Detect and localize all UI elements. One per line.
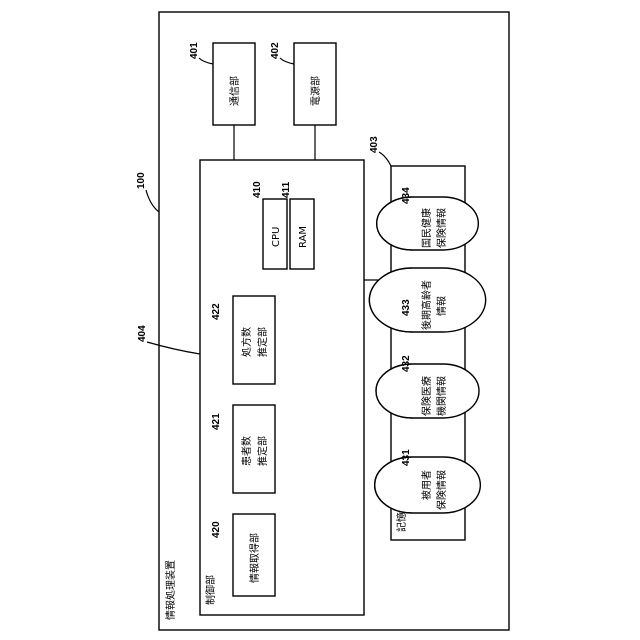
acquire-ref: 420 <box>211 521 222 538</box>
device-ref: 100 <box>136 172 147 189</box>
ram-label: RAM <box>298 226 309 248</box>
patients-label-1: 患者数 <box>240 436 253 466</box>
db-431-label-1: 被用者 <box>420 470 433 500</box>
storage-ref: 403 <box>369 136 380 153</box>
device-label: 情報処理装置 <box>164 560 177 620</box>
power-label: 電源部 <box>309 76 322 106</box>
patients-label-2: 推定部 <box>256 436 269 466</box>
db-432-label-1: 保険医療 <box>420 376 433 416</box>
patients-ref: 421 <box>211 413 222 430</box>
acquire-label: 情報取得部 <box>248 533 261 583</box>
prescriptions-label-1: 処方数 <box>240 327 253 357</box>
prescriptions-ref: 422 <box>211 303 222 320</box>
control-ref: 404 <box>137 325 148 342</box>
db-433-label-1: 後期高齢者 <box>420 280 433 330</box>
db-433-ref: 433 <box>401 299 412 316</box>
db-434-label-2: 保険情報 <box>435 208 448 248</box>
db-434-label-1: 国民健康 <box>420 208 433 248</box>
db-432-label-2: 機関情報 <box>435 376 448 416</box>
comm-ref: 401 <box>189 42 200 59</box>
db-434-ref: 434 <box>401 187 412 204</box>
comm-label: 通信部 <box>228 76 241 106</box>
cpu-label: CPU <box>271 227 282 247</box>
device-leader <box>146 190 159 212</box>
db-431-ref: 431 <box>401 449 412 466</box>
cpu-ref: 410 <box>252 181 263 198</box>
control-label: 制御部 <box>204 575 217 605</box>
prescriptions-label-2: 推定部 <box>256 327 269 357</box>
db-431-label-2: 保険情報 <box>435 470 448 510</box>
power-ref: 402 <box>270 42 281 59</box>
db-433-label-2: 情報 <box>435 296 448 316</box>
db-432-ref: 432 <box>401 355 412 372</box>
ram-ref: 411 <box>281 181 292 198</box>
